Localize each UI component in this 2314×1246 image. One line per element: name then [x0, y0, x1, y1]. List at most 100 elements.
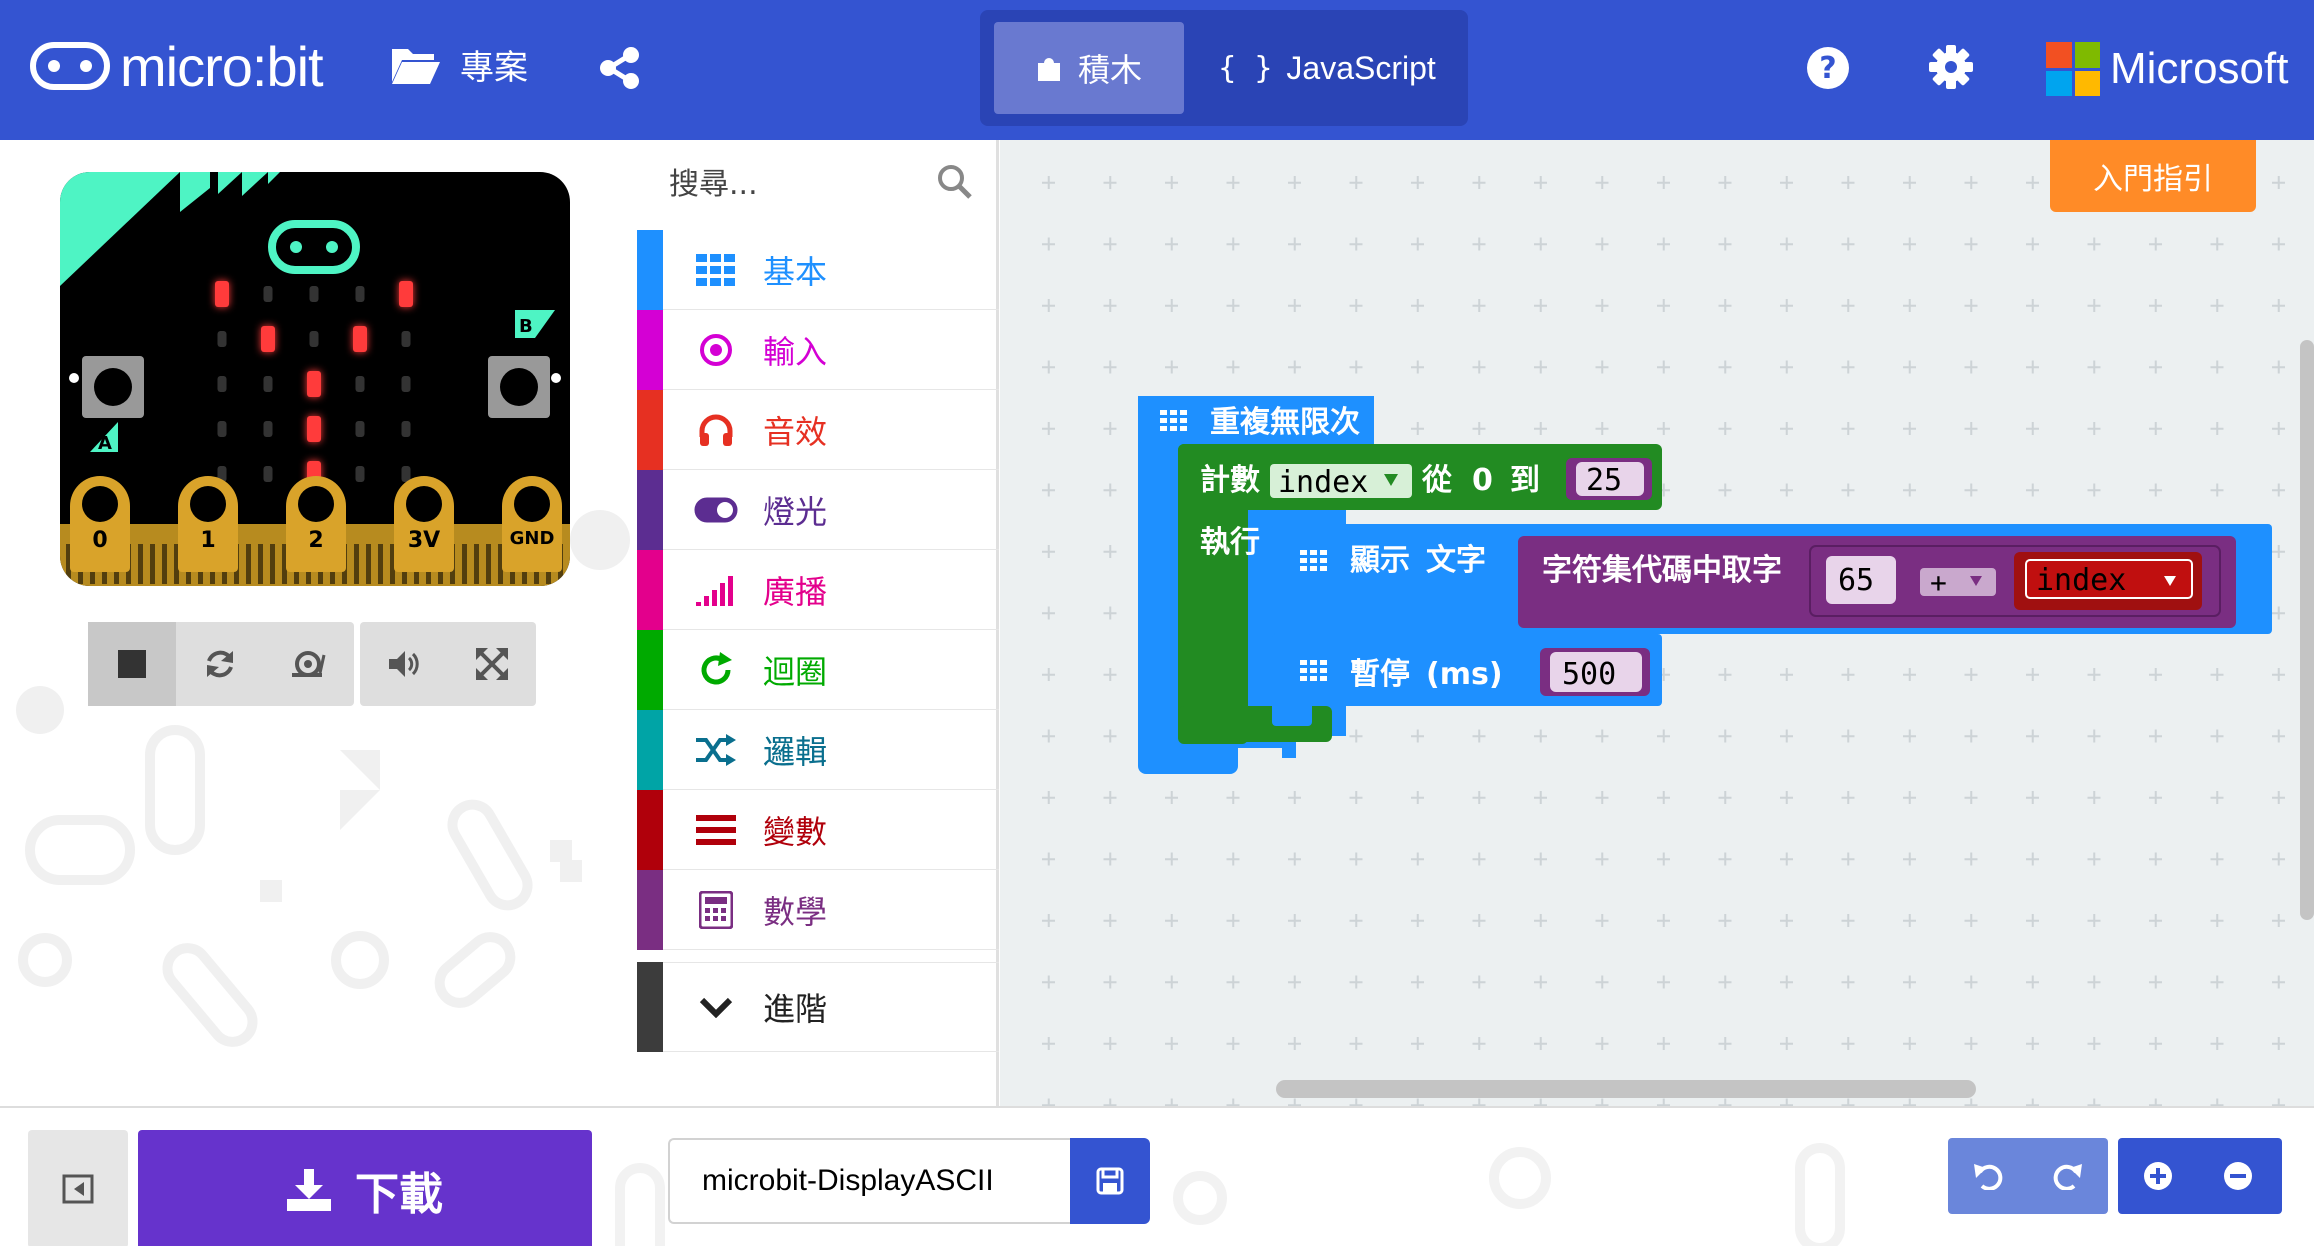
braces-icon: { }	[1218, 50, 1273, 86]
toolbox-search	[637, 140, 999, 228]
blocks-tab[interactable]: 積木	[994, 22, 1184, 114]
grid-icon	[1300, 660, 1327, 681]
simulator-controls	[88, 622, 354, 706]
vertical-scrollbar[interactable]	[2300, 340, 2314, 920]
end-value: 25	[1586, 463, 1622, 498]
category-music[interactable]: 音效	[637, 389, 999, 470]
help-button[interactable]: ?	[1806, 46, 1850, 90]
background-pattern	[615, 1143, 1845, 1246]
operator-dropdown[interactable]	[1920, 568, 1996, 596]
category-advanced[interactable]: 進階	[637, 962, 999, 1052]
refresh-icon	[207, 650, 233, 678]
download-button[interactable]: 下載	[138, 1130, 592, 1246]
button-a[interactable]	[82, 356, 144, 418]
share-icon	[600, 47, 639, 89]
simulator-controls-secondary	[360, 622, 536, 706]
zoom-out-button[interactable]	[2198, 1138, 2278, 1214]
search-icon[interactable]	[937, 164, 973, 200]
char-from-code-label: 字符集代碼中取字	[1542, 553, 1782, 588]
chevron-down-icon	[1970, 576, 1982, 586]
pause-unit: (ms)	[1426, 657, 1503, 692]
category-input[interactable]: 輸入	[637, 309, 999, 390]
variable-dropdown[interactable]	[1270, 464, 1412, 498]
chevron-down-icon	[693, 984, 739, 1030]
led	[401, 466, 411, 482]
share-button[interactable]	[598, 46, 642, 90]
category-radio[interactable]: 廣播	[637, 549, 999, 630]
pin-label: 0	[92, 528, 108, 553]
led	[263, 376, 273, 392]
pin-label: GND	[509, 528, 555, 549]
grid-icon	[693, 247, 739, 293]
projects-button[interactable]: 專案	[390, 40, 528, 89]
end-value-field[interactable]	[1576, 462, 1644, 496]
stop-button[interactable]	[88, 622, 176, 706]
zoom-in-button[interactable]	[2118, 1138, 2198, 1214]
search-input[interactable]	[669, 166, 939, 202]
undo-icon	[1974, 1164, 2003, 1190]
microsoft-logo[interactable]: Microsoft	[2046, 42, 2288, 96]
undo-button[interactable]	[1948, 1138, 2028, 1214]
text-label: 文字	[1426, 543, 1486, 578]
settings-button[interactable]	[1928, 44, 1974, 90]
blocks-workspace[interactable]: 入門指引 重複無限次 計數 index 從 0 到	[1000, 140, 2314, 1106]
category-variables[interactable]: 變數	[637, 789, 999, 870]
button-b-label: B	[519, 316, 533, 337]
start-value: 0	[1472, 463, 1493, 498]
grid-icon	[1160, 410, 1187, 431]
puzzle-icon	[1037, 58, 1060, 81]
horizontal-scrollbar[interactable]	[1276, 1080, 1976, 1098]
collapse-simulator-button[interactable]	[28, 1130, 128, 1246]
for-label: 計數	[1200, 463, 1260, 498]
footer-bar: 下載	[0, 1106, 2314, 1246]
pause-value-field[interactable]	[1550, 652, 1642, 692]
category-loops[interactable]: 迴圈	[637, 629, 999, 710]
javascript-tab[interactable]: { } JavaScript	[1200, 22, 1454, 114]
category-label: 數學	[763, 892, 828, 931]
led	[263, 421, 273, 437]
category-label: 基本	[763, 252, 828, 291]
category-led[interactable]: 燈光	[637, 469, 999, 550]
project-name-input[interactable]	[668, 1138, 1070, 1224]
add-left-field[interactable]	[1826, 556, 1896, 604]
category-logic[interactable]: 邏輯	[637, 709, 999, 790]
led	[263, 466, 273, 482]
fullscreen-button[interactable]	[448, 622, 536, 706]
pin-1[interactable]: 1	[178, 476, 238, 572]
add-operator: +	[1930, 566, 1947, 599]
pin-gnd[interactable]: GND	[502, 476, 562, 572]
category-label: 燈光	[763, 492, 828, 531]
led	[215, 281, 229, 307]
chevron-down-icon	[1384, 474, 1398, 486]
redo-button[interactable]	[2028, 1138, 2108, 1214]
button-b[interactable]	[488, 356, 550, 418]
show-string-block[interactable]: 顯示 文字 字符集代碼中取字 65 + index	[1272, 524, 2272, 634]
add-right-value: index	[2036, 563, 2126, 598]
led-matrix	[215, 281, 413, 487]
pin-3v[interactable]: 3V	[394, 476, 454, 572]
getting-started-button[interactable]: 入門指引	[2050, 140, 2256, 212]
category-label: 迴圈	[763, 652, 828, 691]
led	[261, 326, 275, 352]
calculator-icon	[693, 887, 739, 933]
redo-icon	[2053, 1164, 2082, 1190]
led	[401, 331, 411, 347]
slow-mo-button[interactable]	[264, 622, 352, 706]
help-icon: ?	[1807, 47, 1849, 89]
pin-label: 3V	[407, 528, 441, 553]
projects-label: 專案	[460, 48, 528, 88]
pause-value: 500	[1562, 657, 1616, 692]
category-basic[interactable]: 基本	[637, 229, 999, 310]
restart-button[interactable]	[176, 622, 264, 706]
mute-button[interactable]	[360, 622, 448, 706]
blocks-tab-label: 積木	[1077, 51, 1142, 89]
microbit-logo[interactable]: micro:bit	[30, 35, 324, 98]
category-math[interactable]: 數學	[637, 869, 999, 950]
led	[355, 286, 365, 302]
pin-0[interactable]: 0	[70, 476, 130, 572]
pin-2[interactable]: 2	[286, 476, 346, 572]
save-button[interactable]	[1070, 1138, 1150, 1224]
headphones-icon	[693, 407, 739, 453]
pause-block[interactable]: 暫停 (ms) 500	[1272, 634, 1662, 726]
